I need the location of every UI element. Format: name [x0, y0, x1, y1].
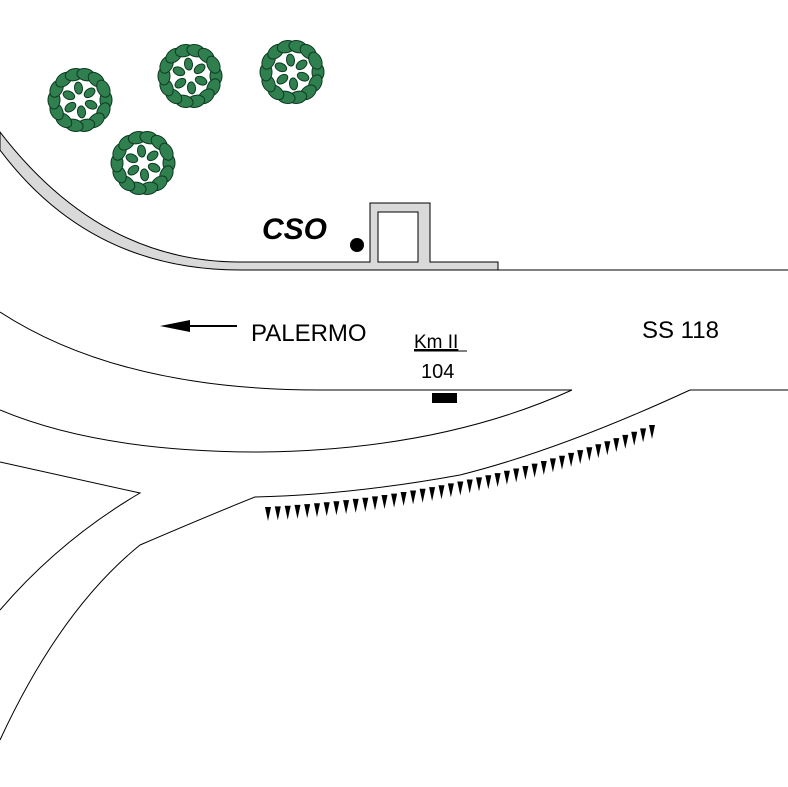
hatch-mark — [622, 434, 629, 449]
hatch-mark — [333, 501, 340, 516]
destination-label: PALERMO — [251, 320, 367, 347]
road-line — [0, 311, 572, 391]
hatch-mark — [640, 428, 647, 443]
hatch-mark — [522, 466, 529, 480]
hatch-mark — [649, 425, 655, 439]
embankment-hatch — [265, 425, 655, 521]
hatch-mark — [381, 495, 388, 509]
tree-icon — [47, 68, 113, 132]
hatch-mark — [362, 497, 369, 512]
hatch-mark — [410, 490, 417, 505]
hatch-mark — [400, 492, 407, 506]
hatch-mark — [438, 485, 445, 500]
hatch-mark — [352, 498, 359, 513]
hatch-mark — [391, 493, 398, 508]
tree-icon — [259, 40, 325, 104]
hatch-mark — [540, 461, 547, 475]
dot-marker-icon — [350, 238, 364, 252]
hatch-mark — [476, 477, 482, 492]
hatch-mark — [323, 502, 330, 517]
site-label: CSO — [262, 213, 327, 246]
arrow-left-icon — [160, 320, 237, 332]
road-name-label: SS 118 — [642, 317, 719, 344]
hatch-mark — [613, 438, 620, 453]
hatch-mark — [304, 504, 311, 519]
km-value-label: 104 — [421, 361, 454, 383]
km-marker-icon — [432, 393, 457, 403]
hatch-mark — [343, 500, 350, 515]
hatch-mark — [513, 468, 520, 483]
hatch-mark — [429, 487, 436, 502]
side-road — [0, 131, 499, 271]
hatch-mark — [631, 431, 638, 446]
hatch-mark — [568, 452, 575, 467]
hatch-mark — [314, 503, 320, 518]
road-line — [0, 389, 573, 453]
hatch-mark — [274, 506, 281, 521]
hatch-mark — [531, 463, 538, 478]
hatch-mark — [485, 475, 492, 490]
hatch-mark — [466, 479, 473, 494]
hatch-mark — [503, 470, 510, 485]
road-line — [0, 461, 142, 611]
tree-icon — [110, 131, 176, 195]
hatch-mark — [372, 496, 378, 511]
hatch-mark — [457, 481, 464, 496]
road-line — [0, 389, 691, 741]
building-icon — [377, 211, 419, 263]
km-unit-label: Km II — [414, 332, 458, 353]
hatch-mark — [284, 505, 291, 520]
tree-icon — [157, 44, 223, 108]
hatch-mark — [265, 507, 271, 521]
hatch-mark — [577, 450, 584, 465]
hatch-mark — [604, 441, 611, 456]
hatch-mark — [447, 483, 454, 498]
hatch-mark — [549, 458, 556, 473]
tree-group — [47, 40, 325, 195]
hatch-mark — [494, 473, 501, 488]
hatch-mark — [559, 455, 565, 470]
hatch-mark — [294, 504, 301, 519]
hatch-mark — [595, 444, 602, 459]
hatch-mark — [586, 447, 593, 462]
hatch-mark — [419, 488, 426, 503]
